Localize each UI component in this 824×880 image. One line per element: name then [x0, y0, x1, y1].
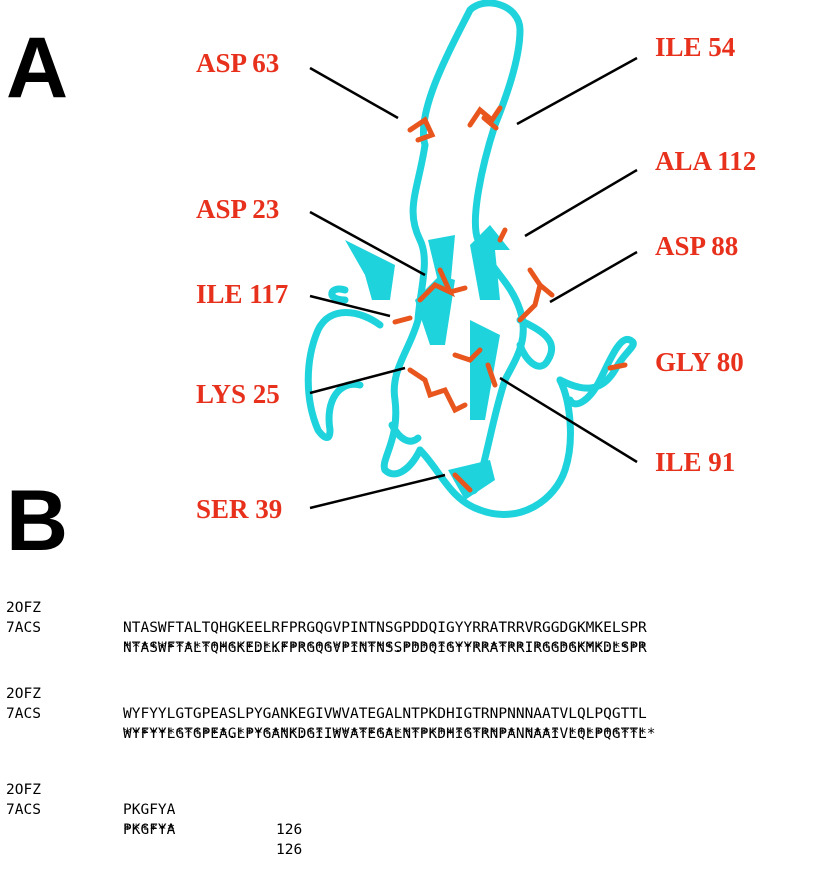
label-gly80: GLY 80	[655, 347, 744, 377]
label-ser39: SER 39	[196, 494, 282, 520]
label-asp23: ASP 23	[196, 194, 279, 224]
consensus-row: ***************:*:*************.********…	[0, 618, 647, 656]
sequence-id: 2OFZ	[6, 600, 41, 616]
alignment-row: 2OFZ NTASWFTALTQHGKEELRFPRGQGVPINTNSGPDD…	[0, 578, 647, 636]
label-lys25: LYS 25	[196, 379, 280, 409]
consensus-text: ************.*******:**:****************…	[123, 726, 656, 742]
consensus-row: ************.*******:**:****************…	[0, 704, 656, 742]
consensus-text: ***************:*:*************.********…	[123, 640, 647, 656]
alignment-row: 7ACS WYFYYLGTGPEAGLPYGANKDGIIWVATEGALNTP…	[0, 684, 647, 742]
sequence-text: PKGFYA	[123, 802, 176, 818]
sequence-id: 7ACS	[6, 802, 41, 818]
sequence-text: WYFYYLGTGPEAGLPYGANKDGIIWVATEGALNTPKDHIG…	[123, 726, 647, 742]
label-asp63: ASP 63	[196, 48, 279, 78]
sequence-id: 7ACS	[6, 706, 41, 722]
sequence-id: 2OFZ	[6, 782, 41, 798]
sequence-text: NTASWFTALTQHGKEELRFPRGQGVPINTNSGPDDQIGYY…	[123, 620, 647, 636]
consensus-text: ******	[123, 822, 176, 838]
alignment-row: 2OFZ WYFYYLGTGPEASLPYGANKEGIVWVATEGALNTP…	[0, 664, 647, 722]
protein-ribbon	[304, 0, 637, 518]
leader-lines	[309, 56, 638, 510]
label-asp88: ASP 88	[655, 231, 738, 261]
beta-strands	[345, 225, 510, 500]
sequence-text: WYFYYLGTGPEASLPYGANKEGIVWVATEGALNTPKDHIG…	[123, 706, 647, 722]
panel-label-b: B	[6, 473, 69, 569]
label-ile91: ILE 91	[655, 447, 735, 477]
residue-count: 126	[276, 822, 303, 838]
sequence-id: 2OFZ	[6, 686, 41, 702]
label-ala112: ALA 112	[655, 146, 756, 176]
residue-count: 126	[276, 842, 303, 858]
protein-structure-figure: ASP 63 ILE 54 ALA 112 ASP 23 ASP 88 ILE …	[196, 0, 756, 520]
sequence-text: NTASWFTALTQHGKEDLKFPRGQGVPINTNSSPDDQIGYY…	[123, 640, 647, 656]
label-ile117: ILE 117	[196, 279, 288, 309]
residue-sticks	[392, 105, 628, 493]
panel-label-a: A	[6, 20, 69, 116]
label-ile54: ILE 54	[655, 32, 735, 62]
consensus-row: ******	[0, 800, 175, 838]
alignment-row: 7ACS PKGFYA 126	[0, 780, 302, 858]
alignment-row: 2OFZ PKGFYA 126	[0, 760, 302, 838]
sequence-id: 7ACS	[6, 620, 41, 636]
alignment-row: 7ACS NTASWFTALTQHGKEDLKFPRGQGVPINTNSSPDD…	[0, 598, 647, 656]
